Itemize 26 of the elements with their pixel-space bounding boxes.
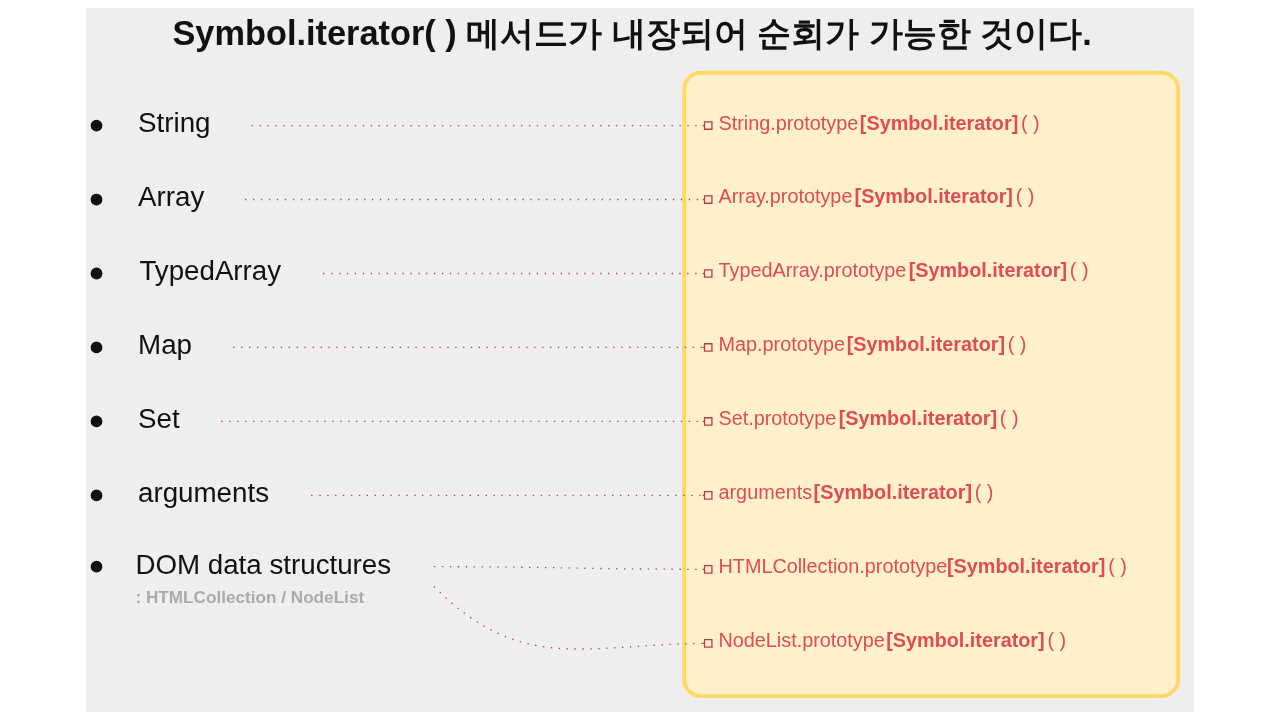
connector [433, 585, 713, 650]
node-text: Array.prototype[Symbol.iterator]( ) [718, 185, 1035, 208]
node-label: : HTMLCollection / NodeList [135, 586, 365, 607]
connector [251, 121, 713, 130]
connector [220, 417, 713, 426]
node-text: TypedArray.prototype[Symbol.iterator]( ) [718, 259, 1089, 282]
node-text: arguments [138, 476, 270, 508]
connector [322, 269, 713, 278]
node-text: arguments[Symbol.iterator]( ) [718, 481, 994, 504]
node-text: Map [138, 328, 192, 360]
node-text: TypedArray [139, 254, 282, 286]
node-text: String [138, 106, 211, 138]
connector [310, 491, 713, 500]
node-text: DOM data structures [135, 549, 392, 581]
node-text: NodeList.prototype[Symbol.iterator]( ) [718, 629, 1067, 652]
node-text: HTMLCollection.prototype[Symbol.iterator]( ) [718, 555, 1127, 578]
cluster [682, 70, 1181, 699]
node-text: Set [138, 402, 180, 434]
diagram-title: Symbol.iterator( ) 메서드가 내장되어 순회가 가능한 것이다. [172, 13, 1092, 52]
node-text: String.prototype[Symbol.iterator]( ) [718, 111, 1040, 134]
connector [244, 195, 713, 204]
connector [433, 565, 713, 574]
node-text: Set.prototype[Symbol.iterator]( ) [718, 407, 1019, 430]
node-text: Array [138, 180, 205, 212]
node-text: Map.prototype[Symbol.iterator]( ) [718, 333, 1027, 356]
connector [232, 343, 713, 352]
